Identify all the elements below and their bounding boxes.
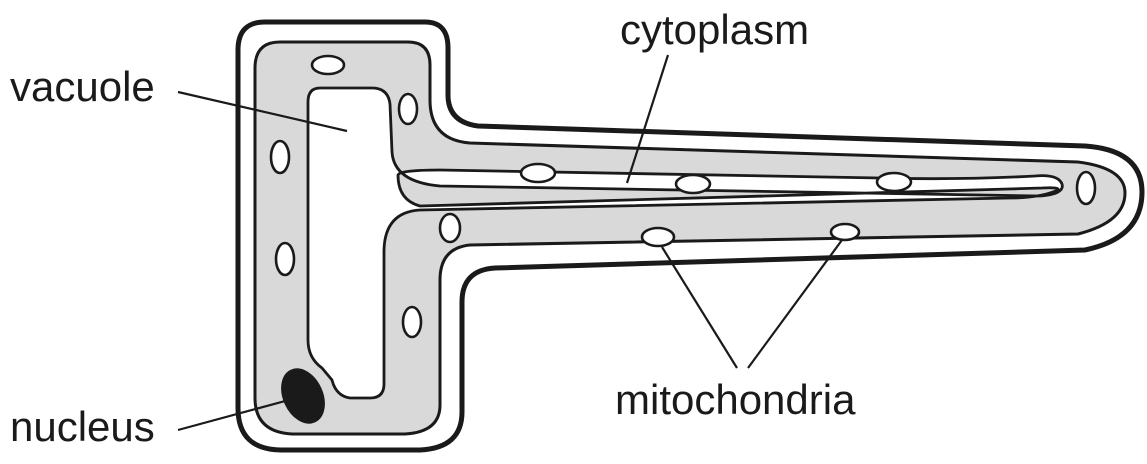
vacuole-region bbox=[306, 86, 1064, 400]
mitochondrion bbox=[274, 241, 296, 277]
mitochondrion bbox=[829, 222, 861, 242]
mitochondria-leader-line-left bbox=[661, 246, 738, 369]
mitochondrion bbox=[310, 54, 346, 76]
mitochondria-label: mitochondria bbox=[615, 376, 856, 423]
mitochondrion bbox=[640, 226, 676, 248]
mitochondrion bbox=[397, 92, 419, 126]
mitochondrion bbox=[875, 171, 913, 193]
cytoplasm-label: cytoplasm bbox=[620, 6, 809, 53]
mitochondrion bbox=[674, 173, 712, 195]
cytoplasm-region bbox=[253, 40, 1127, 436]
mitochondrion bbox=[269, 139, 291, 175]
mitochondrion bbox=[519, 162, 557, 184]
nucleus-leader-line bbox=[177, 395, 301, 432]
vacuole-label: vacuole bbox=[10, 63, 155, 110]
mitochondria-leader-line-right bbox=[747, 239, 843, 369]
nucleus-label: nucleus bbox=[10, 403, 155, 450]
nucleus-shape bbox=[281, 368, 325, 424]
mitochondrion bbox=[401, 305, 423, 339]
mitochondrion bbox=[1075, 170, 1097, 206]
mitochondrion bbox=[438, 212, 462, 244]
vacuole-leader-line bbox=[177, 90, 348, 133]
cytoplasm-leader-line bbox=[625, 54, 670, 184]
